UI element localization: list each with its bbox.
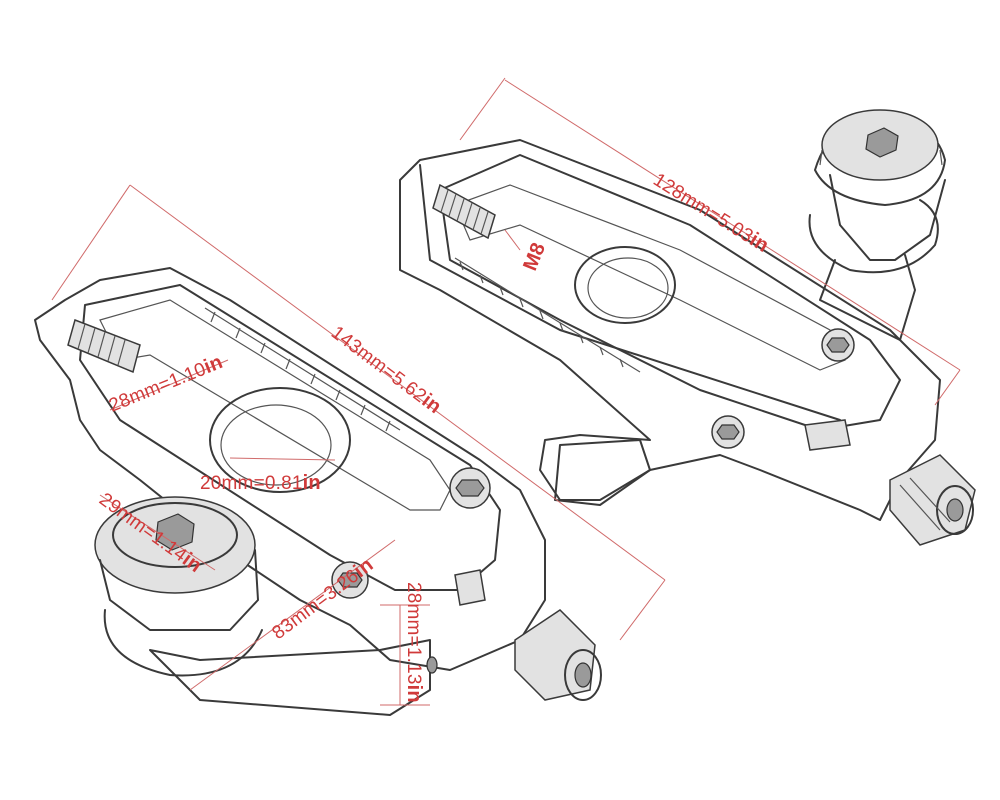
adjuster-bolt [432, 183, 496, 240]
left-end-nut [514, 609, 602, 701]
dimension-labels: 128mm=5.03in 143mm=5.62in 28mm=1.10in 20… [95, 169, 773, 703]
dim-20-label: 20mm=0.81in [200, 472, 321, 494]
dim-143-label: 143mm=5.62in [327, 321, 445, 418]
spool-slider-left [94, 496, 263, 677]
dim-128-label: 128mm=5.03in [649, 169, 772, 257]
spool-slider-right [808, 109, 946, 341]
right-chain-adjuster [399, 139, 976, 546]
thread-size-label: M8 [519, 240, 550, 274]
left-chain-adjuster [34, 267, 602, 716]
right-end-nut [889, 454, 976, 546]
dim-28-height-label: 28mm=1.13in [403, 582, 425, 703]
dim-83-label: 83mm=3.26in [268, 554, 378, 644]
dimension-lines [51, 77, 961, 706]
